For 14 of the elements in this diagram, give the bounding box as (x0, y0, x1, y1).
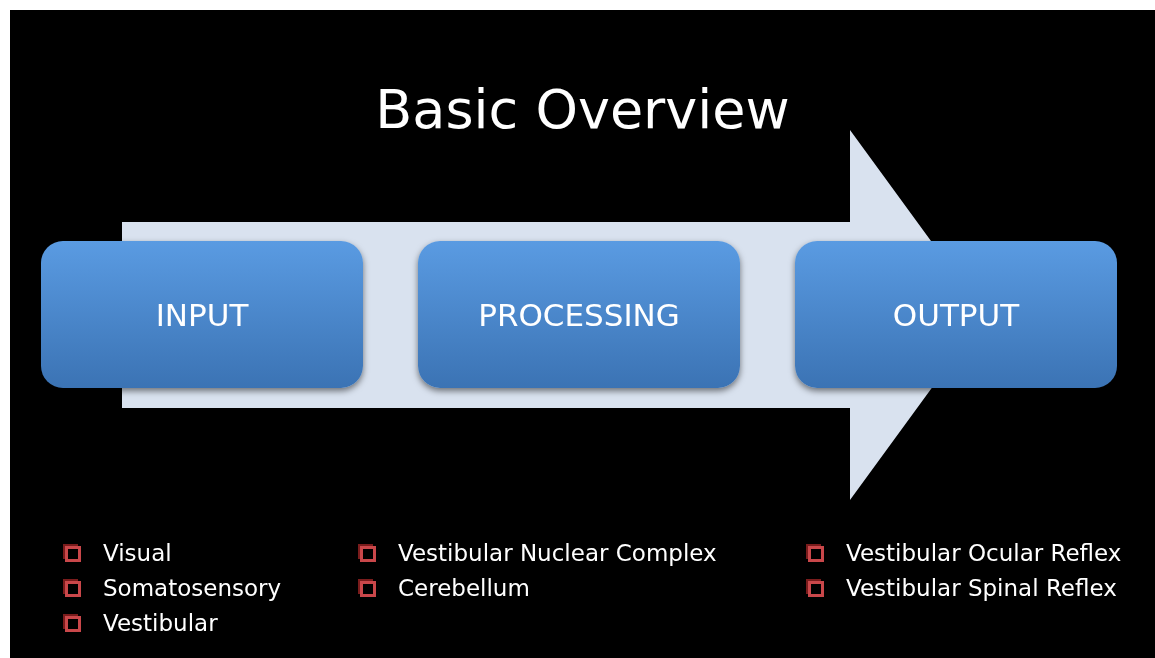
box-label: INPUT (155, 296, 249, 333)
list-item: Somatosensory (103, 574, 282, 603)
list-item: Vestibular Spinal Reflex (846, 574, 1117, 603)
process-box (41, 241, 363, 388)
list-item: Vestibular Ocular Reflex (846, 539, 1122, 568)
title: Basic Overview (374, 78, 791, 142)
box-label: OUTPUT (892, 296, 1020, 333)
process-box (795, 241, 1117, 388)
list-item: Cerebellum (398, 574, 530, 603)
list-item: Visual (103, 539, 172, 568)
process-box (418, 241, 740, 388)
box-label: PROCESSING (478, 296, 680, 333)
list-item: Vestibular (103, 609, 218, 638)
list-item: Vestibular Nuclear Complex (398, 539, 717, 568)
